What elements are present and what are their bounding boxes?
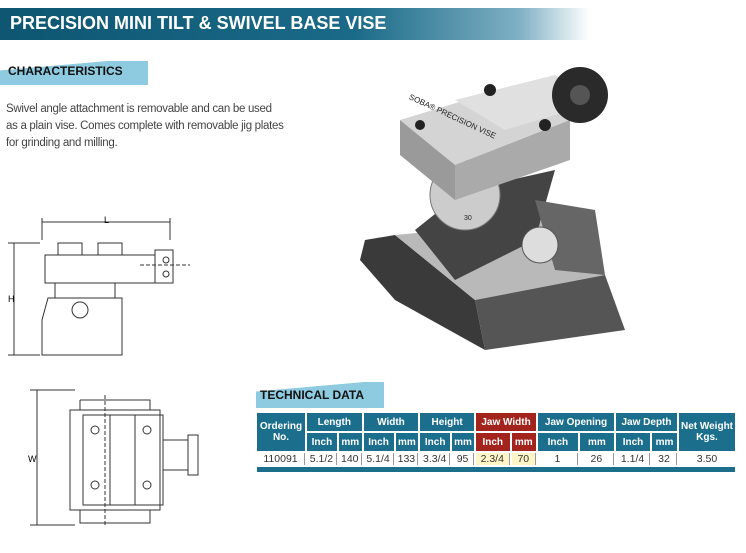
cell-jaw-width-mm: 70 — [511, 453, 537, 465]
subheader-inch: Inch — [420, 433, 451, 451]
cell-height-mm: 95 — [452, 453, 474, 465]
spec-table: Ordering No. Length Width Height Jaw Wid… — [255, 411, 737, 467]
subheader-inch: Inch — [307, 433, 337, 451]
description: Swivel angle attachment is removable and… — [6, 103, 284, 149]
cell-ordering: 110091 — [257, 453, 305, 465]
top-view-drawing — [30, 389, 199, 526]
subheader-inch: Inch — [475, 433, 510, 451]
subheader-inch: Inch — [363, 433, 394, 451]
header-length: Length — [307, 413, 362, 431]
cell-jaw-width-in: 2.3/4 — [475, 453, 510, 465]
header-jaw-depth: Jaw Depth — [615, 413, 677, 431]
cell-jaw-depth-mm: 32 — [652, 453, 677, 465]
header-jaw-opening: Jaw Opening — [538, 413, 614, 431]
characteristics-tab — [0, 61, 148, 85]
cell-length-mm: 140 — [339, 453, 362, 465]
dimension-h: H — [8, 294, 15, 304]
subheader-inch: Inch — [615, 433, 651, 451]
title-bar — [0, 8, 590, 40]
cell-width-mm: 133 — [396, 453, 419, 465]
subheader-mm: mm — [395, 433, 419, 451]
table-bottom-bar — [257, 467, 735, 472]
header-ordering: Ordering No. — [257, 413, 305, 451]
header-height: Height — [420, 413, 474, 431]
technical-tab — [256, 382, 384, 408]
subheader-mm: mm — [452, 433, 474, 451]
header-jaw-width: Jaw Width — [475, 413, 537, 431]
side-view-drawing — [8, 218, 190, 356]
cell-jaw-opening-in: 1 — [538, 453, 578, 465]
subheader-mm: mm — [511, 433, 537, 451]
cell-jaw-opening-mm: 26 — [580, 453, 614, 465]
subheader-inch: Inch — [538, 433, 578, 451]
header-width: Width — [363, 413, 419, 431]
cell-width-in: 5.1/4 — [364, 453, 394, 465]
dimension-w: W — [28, 454, 37, 464]
dimension-l: L — [104, 215, 110, 225]
header-net-weight: Net Weight Kgs. — [679, 413, 735, 451]
technical-heading: TECHNICAL DATA — [260, 388, 364, 402]
subheader-mm: mm — [652, 433, 677, 451]
subheader-mm: mm — [579, 433, 614, 451]
dial-text: 30 — [464, 215, 472, 222]
subheader-mm: mm — [338, 433, 362, 451]
cell-length-in: 5.1/2 — [307, 453, 337, 465]
cell-jaw-depth-in: 1.1/4 — [616, 453, 651, 465]
cell-height-in: 3.3/4 — [420, 453, 451, 465]
characteristics-heading: CHARACTERISTICS — [8, 64, 123, 78]
cell-net-weight: 3.50 — [696, 453, 718, 465]
vise-photo — [360, 67, 625, 350]
table-row: 110091 5.1/2 140 5.1/4 133 3.3/4 95 2.3/… — [257, 453, 735, 465]
page-title: PRECISION MINI TILT & SWIVEL BASE VISE — [10, 13, 387, 33]
